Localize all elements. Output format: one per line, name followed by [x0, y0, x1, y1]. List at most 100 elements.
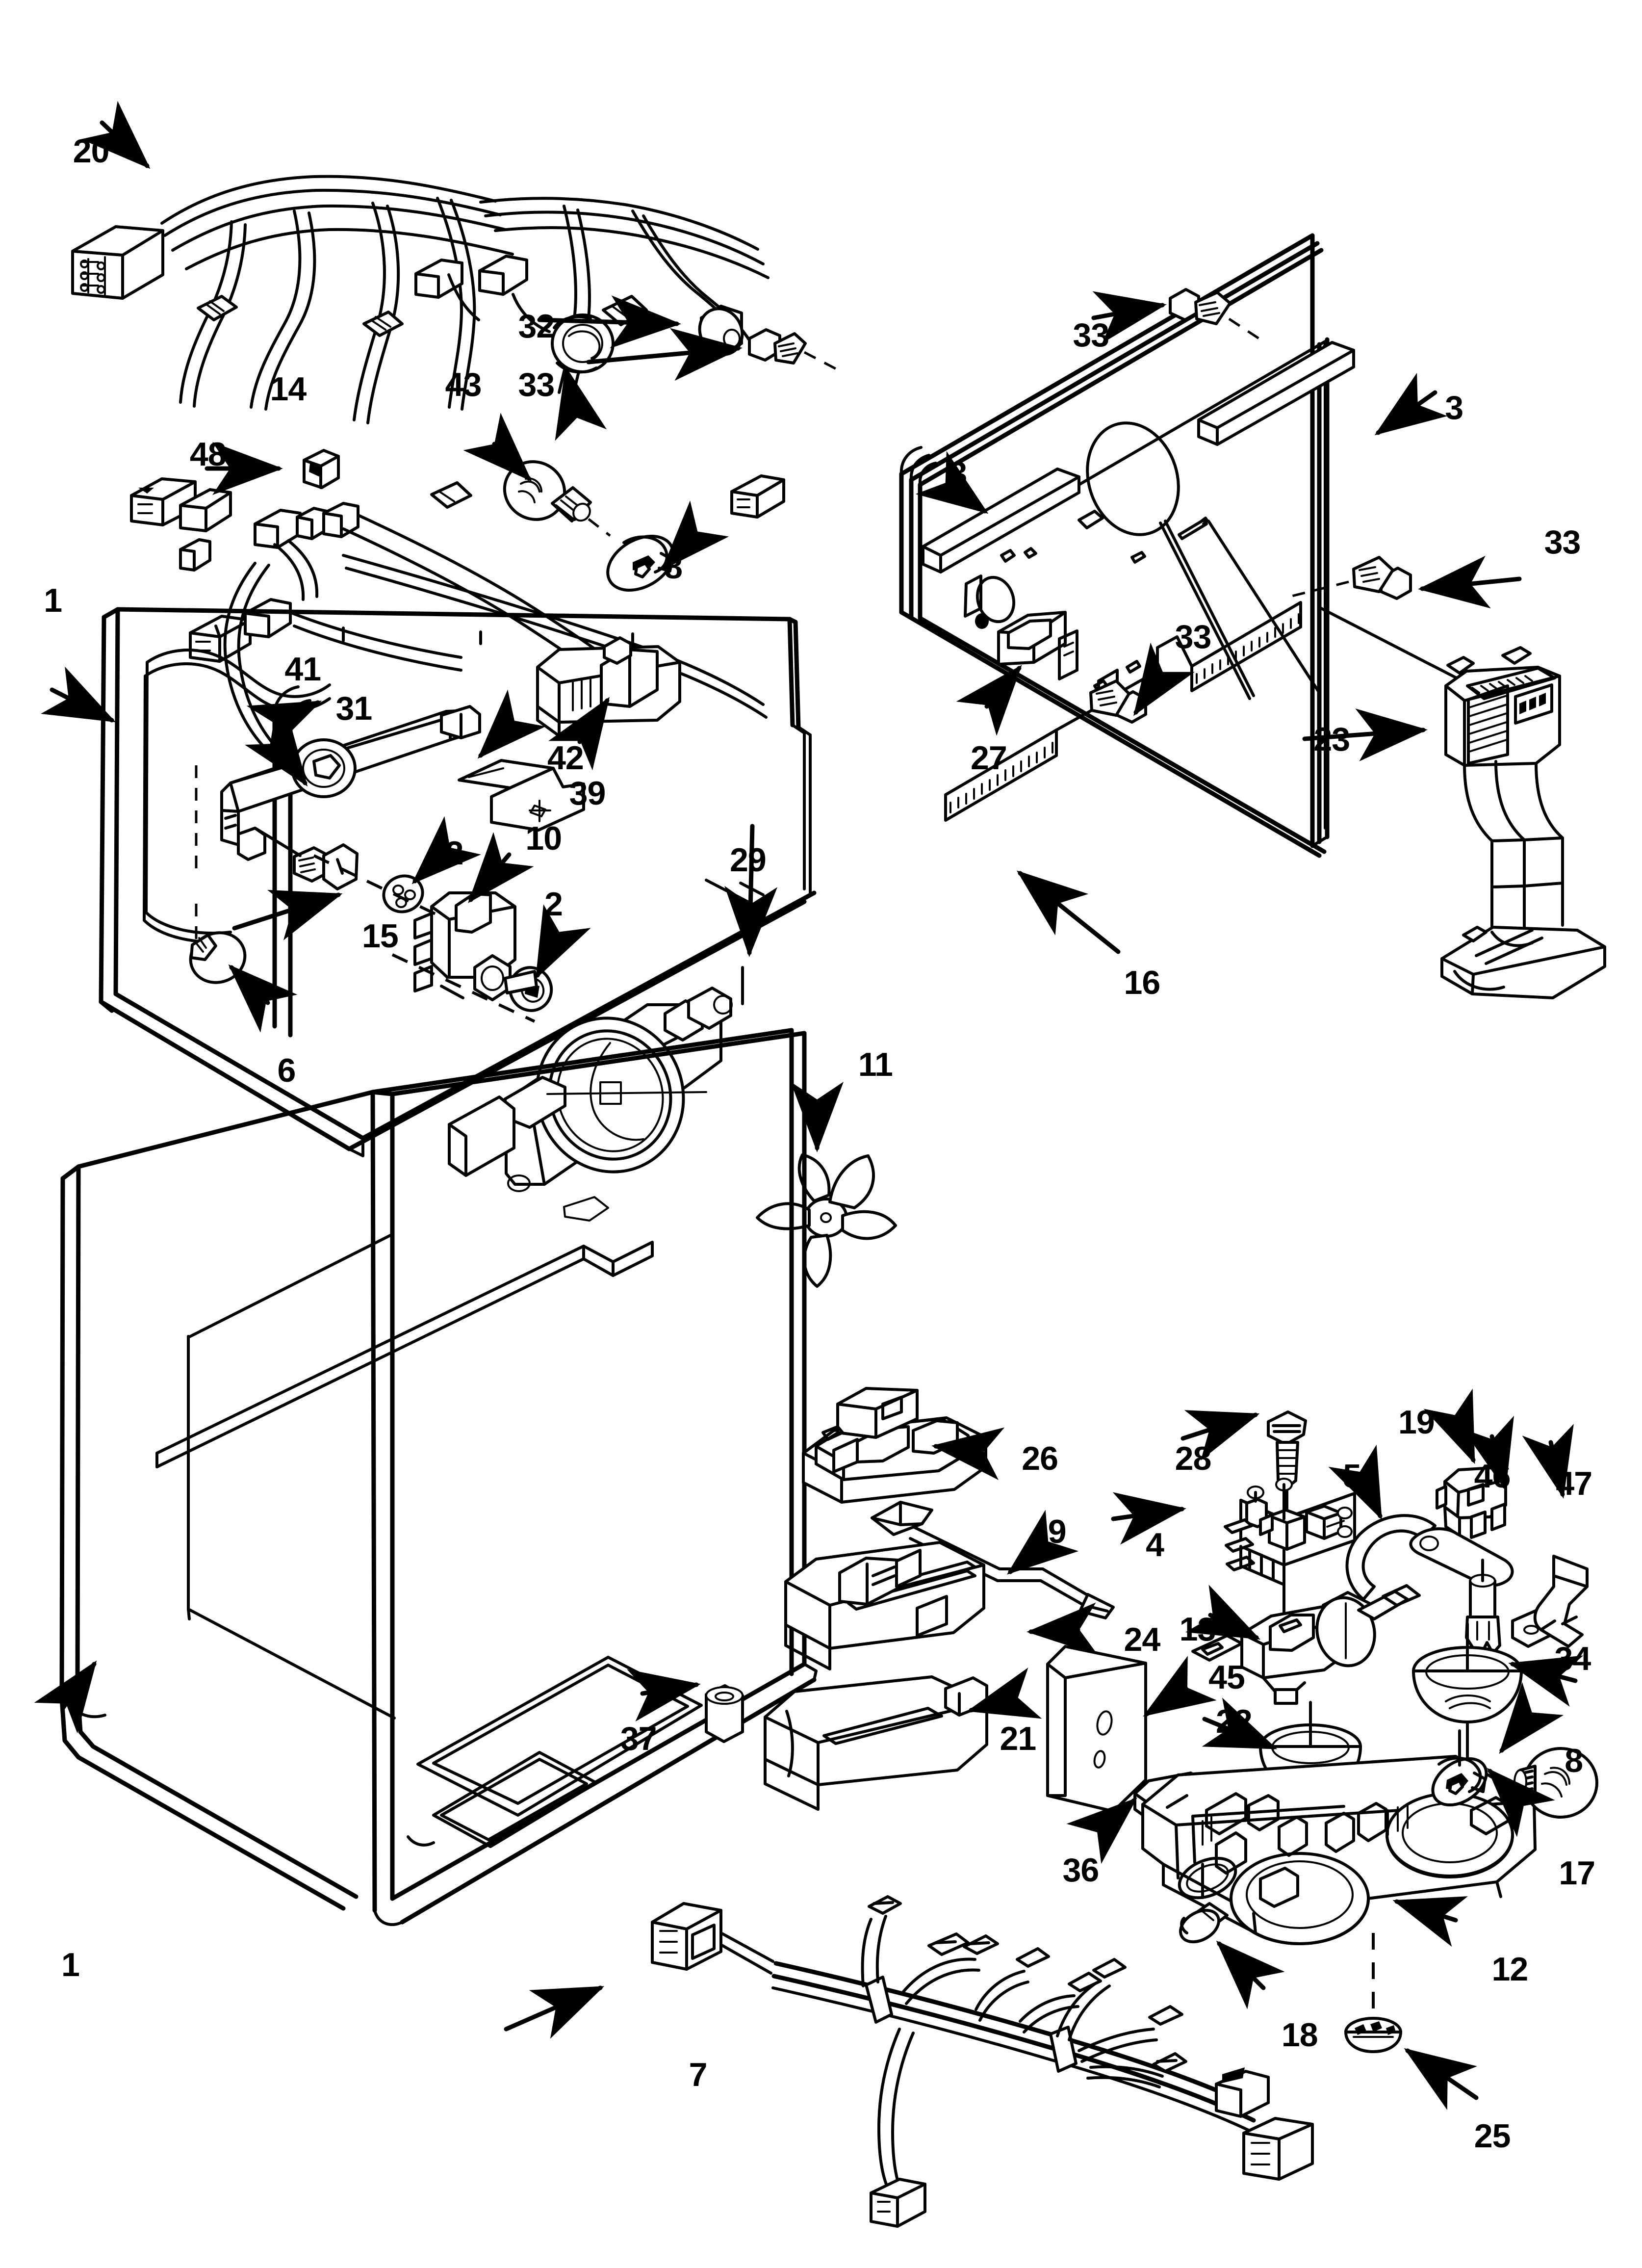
callout-1b: 1	[61, 1946, 80, 1984]
leader-28	[1180, 1410, 1260, 1461]
callout-5: 5	[1342, 1457, 1361, 1495]
leader-4	[1111, 1492, 1186, 1545]
leader-37	[627, 1669, 701, 1722]
callout-21: 21	[1000, 1720, 1037, 1758]
callout-34: 34	[1554, 1640, 1591, 1677]
plug-button	[189, 765, 247, 984]
callout-25: 25	[1474, 2117, 1511, 2155]
leader-36	[1066, 1798, 1137, 1864]
callout-16: 16	[1124, 964, 1161, 1002]
leader-45	[1143, 1656, 1217, 1717]
callout-11: 11	[858, 1045, 893, 1083]
mounting-bracket	[1533, 1555, 1589, 1648]
liner-trim-left	[922, 468, 1080, 574]
callout-2b: 2	[544, 885, 563, 923]
light-shield	[997, 611, 1078, 680]
water-valve-actuator	[1409, 1527, 1551, 1656]
assembly-axis-33b	[1228, 317, 1261, 341]
leader-8b	[1499, 1682, 1564, 1754]
leader-18	[1216, 1940, 1285, 2009]
callout-8a: 8	[664, 548, 683, 586]
main-wiring-harness	[71, 175, 785, 663]
leader-22	[1202, 1697, 1278, 1750]
terminal-block-cover	[802, 1387, 987, 1504]
defrost-timer	[413, 891, 538, 1001]
liner-vent-lower	[944, 729, 1058, 822]
callout-29: 29	[730, 841, 767, 879]
evaporator-fan-bracket	[448, 987, 733, 1222]
callout-1a: 1	[44, 581, 62, 619]
callout-31: 31	[335, 690, 372, 728]
callout-39: 39	[569, 774, 606, 812]
insulation-panel	[1046, 1645, 1147, 1813]
harness-terminal-g	[478, 255, 528, 296]
light-bulb-upper	[503, 460, 592, 522]
cabinet-lower	[59, 1028, 818, 1927]
callout-10: 10	[525, 819, 562, 857]
leader-23	[1302, 708, 1428, 761]
callout-43: 43	[445, 365, 482, 403]
callout-37: 37	[620, 1720, 657, 1758]
leader-1b	[34, 1660, 97, 1734]
harness-terminal-f	[414, 259, 463, 299]
leader-2b	[535, 904, 591, 980]
harness-terminal-c	[179, 538, 211, 572]
screw-control-board	[1267, 1410, 1307, 1490]
leader-46	[1462, 1415, 1514, 1491]
leader-6	[228, 964, 298, 1033]
callout-28: 28	[1175, 1440, 1212, 1478]
leader-16	[1016, 870, 1121, 954]
liner-trim-right	[1197, 341, 1355, 446]
leader-8a	[661, 500, 729, 571]
screw-damper	[254, 827, 359, 890]
leader-2a	[411, 816, 481, 885]
leader-1a	[41, 666, 116, 723]
callout-46: 46	[1474, 1457, 1511, 1495]
leader-43	[463, 413, 532, 482]
callout-47: 47	[1556, 1464, 1592, 1502]
bracket-guide-b	[739, 882, 765, 896]
leader-9	[1006, 1510, 1079, 1575]
leader-7	[504, 1985, 605, 2039]
leader-34	[1508, 1655, 1584, 1707]
callout-26: 26	[1022, 1440, 1058, 1478]
callout-20: 20	[73, 132, 110, 170]
leader-14	[555, 366, 607, 441]
push-nut-retainer	[1344, 2017, 1402, 2053]
bracket-guide-a	[705, 879, 757, 907]
leader-12	[1392, 1896, 1468, 1947]
lamp-socket-lower	[1431, 1729, 1488, 1807]
callout-33c: 33	[1544, 523, 1581, 561]
terminal-block-base	[784, 1541, 985, 1670]
callout-32: 32	[518, 307, 555, 345]
callout-33d: 33	[1175, 618, 1212, 656]
leader-17	[1487, 1768, 1555, 1837]
callout-7: 7	[689, 2056, 708, 2093]
freezer-liner	[899, 233, 1330, 858]
leader-33b	[1091, 291, 1167, 343]
compressor-cover	[764, 1675, 988, 1811]
damper-control-assembly	[220, 705, 481, 861]
grommet-small-a	[382, 874, 424, 913]
callout-33b: 33	[1073, 316, 1109, 354]
callout-3a: 3	[949, 455, 967, 493]
leader-33a	[586, 328, 743, 381]
leader-47	[1522, 1424, 1574, 1499]
leader-21	[967, 1668, 1042, 1719]
callout-36: 36	[1062, 1851, 1100, 1889]
callout-4: 4	[1146, 1526, 1164, 1564]
callout-8b: 8	[1565, 1742, 1583, 1779]
screw-upper-left	[748, 328, 807, 365]
guide-dash-b	[313, 854, 437, 916]
retainer-clip	[1345, 1514, 1437, 1601]
harness-main-connector	[71, 225, 164, 300]
leader-26	[931, 1427, 1005, 1480]
dispenser-guide-line	[1318, 606, 1458, 679]
callout-45: 45	[1208, 1659, 1245, 1696]
assembly-axis-33c	[1289, 580, 1349, 598]
screw-liner-right	[1352, 556, 1412, 600]
callout-14: 14	[270, 370, 307, 408]
leader-5	[1328, 1444, 1383, 1520]
leader-20	[81, 101, 151, 169]
